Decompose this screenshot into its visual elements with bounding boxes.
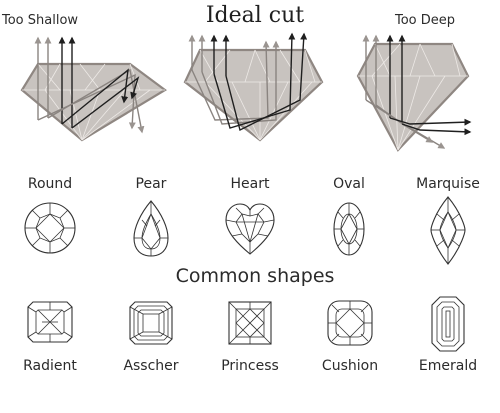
shape-label-princess: Princess [221, 358, 279, 374]
oval-diamond-icon [333, 202, 365, 256]
common-shapes-title: Common shapes [176, 265, 335, 287]
too-shallow-label: Too Shallow [1, 13, 78, 28]
too-deep-diamond [356, 34, 472, 152]
pear-diamond-icon [133, 200, 169, 257]
shape-label-cushion: Cushion [322, 358, 378, 374]
shape-label-round: Round [28, 176, 72, 192]
too-shallow-diamond [20, 36, 167, 142]
too-deep-label: Too Deep [394, 13, 455, 28]
radiant-diamond-icon [27, 301, 73, 343]
emerald-diamond-icon [431, 296, 465, 352]
princess-diamond-icon [228, 301, 272, 345]
asscher-diamond-icon [129, 301, 173, 345]
ideal-cut-diamond [183, 32, 324, 142]
cushion-diamond-icon [327, 300, 373, 346]
shape-label-oval: Oval [333, 176, 365, 192]
shape-label-marquise: Marquise [416, 176, 480, 192]
marquise-diamond-icon [430, 196, 466, 265]
round-diamond-icon [24, 202, 76, 254]
light-rays-too-shallow [34, 36, 145, 134]
shape-label-heart: Heart [231, 176, 270, 192]
light-rays-too-deep [362, 34, 472, 149]
shape-label-emerald: Emerald [419, 358, 477, 374]
shape-label-radiant: Radient [23, 358, 77, 374]
light-rays-ideal [188, 32, 308, 132]
shape-label-pear: Pear [136, 176, 167, 192]
ideal-cut-title: Ideal cut [206, 3, 304, 28]
heart-diamond-icon [225, 203, 275, 255]
shape-label-asscher: Asscher [123, 358, 178, 374]
